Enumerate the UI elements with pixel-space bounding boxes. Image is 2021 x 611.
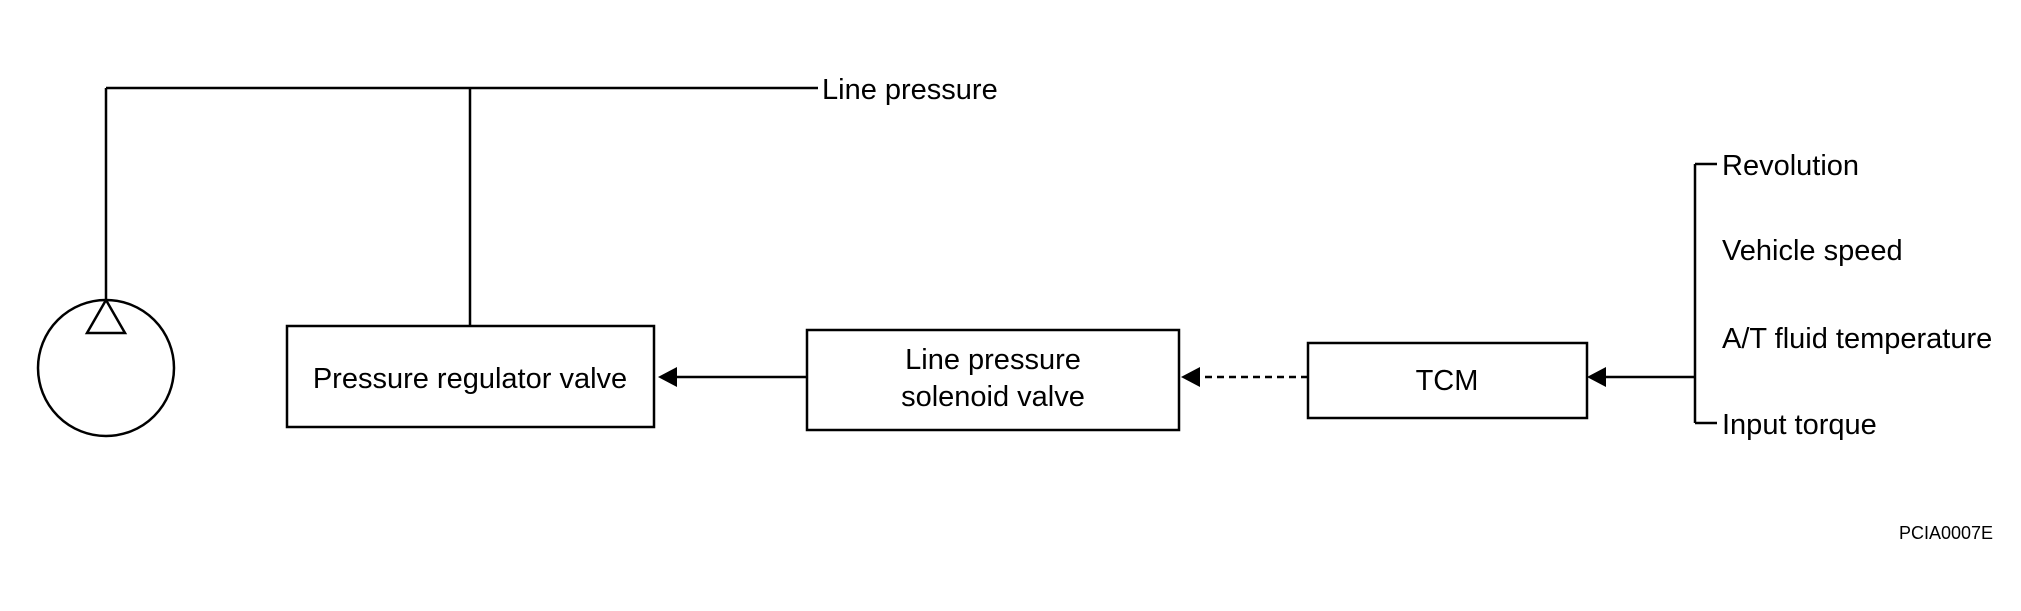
figure-code: PCIA0007E	[1899, 523, 1993, 543]
input-revolution-label: Revolution	[1722, 150, 1859, 182]
pressure-regulator-valve-box: Pressure regulator valve	[285, 324, 656, 429]
input-vehicle-speed-label: Vehicle speed	[1722, 235, 1903, 267]
solenoid-valve-label-line2: solenoid valve	[901, 381, 1085, 413]
input-signals-bracket	[1693, 162, 1717, 425]
tcm-label: TCM	[1416, 365, 1479, 397]
line-pressure-label: Line pressure	[822, 74, 998, 106]
oil-pump-triangle-icon	[84, 297, 128, 335]
line-pressure-solenoid-valve-box: Line pressure solenoid valve	[805, 328, 1181, 432]
solenoid-valve-label-line1: Line pressure	[905, 344, 1081, 376]
inputs-to-tcm-arrow	[1587, 367, 1695, 387]
line-pressure-hydraulic-line	[104, 86, 818, 326]
solenoid-to-regulator-arrow	[658, 367, 807, 387]
oil-pump-symbol	[36, 297, 176, 438]
input-at-fluid-temperature-label: A/T fluid temperature	[1722, 323, 1992, 355]
input-torque-label: Input torque	[1722, 409, 1877, 441]
tcm-to-solenoid-signal-arrow	[1181, 367, 1308, 387]
tcm-box: TCM	[1306, 341, 1589, 420]
pressure-regulator-valve-label: Pressure regulator valve	[313, 363, 627, 395]
